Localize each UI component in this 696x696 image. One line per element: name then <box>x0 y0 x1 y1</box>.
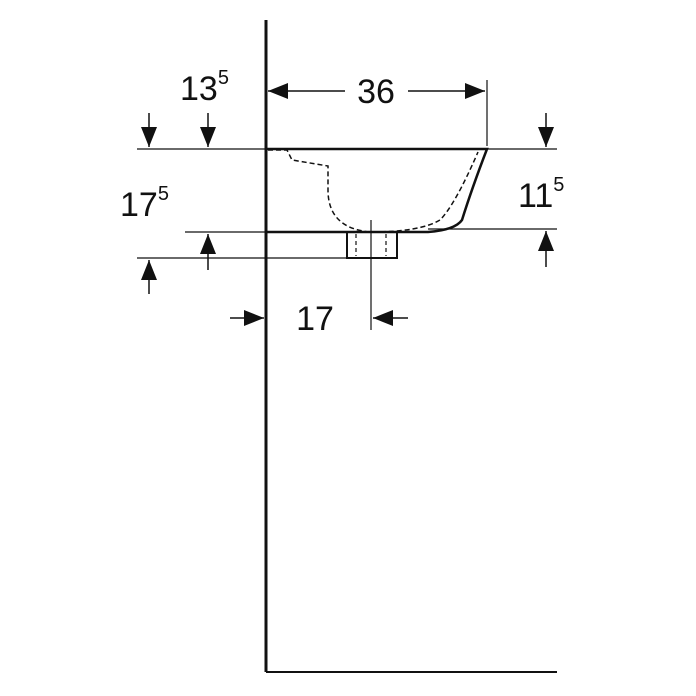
basin-outline <box>266 147 489 234</box>
dim-bowl-height-label: 115 <box>518 174 564 215</box>
dim-top-offset: 135 <box>141 67 229 147</box>
dim-drain-offset-label: 17 <box>296 300 334 338</box>
basin <box>266 147 489 330</box>
wall-and-floor <box>264 20 557 673</box>
extension-lines <box>137 80 557 259</box>
drain-outlet <box>346 232 398 259</box>
dim-depth-label: 36 <box>357 73 395 111</box>
dim-outlet-height: 175 <box>120 183 216 294</box>
dim-top-offset-label: 135 <box>180 67 229 108</box>
dim-depth: 36 <box>268 73 485 111</box>
dim-outlet-height-label: 175 <box>120 183 169 224</box>
basin-bowl-hidden-line <box>268 149 479 233</box>
dim-drain-offset: 17 <box>230 300 408 338</box>
dim-bowl-height: 115 <box>518 113 564 267</box>
